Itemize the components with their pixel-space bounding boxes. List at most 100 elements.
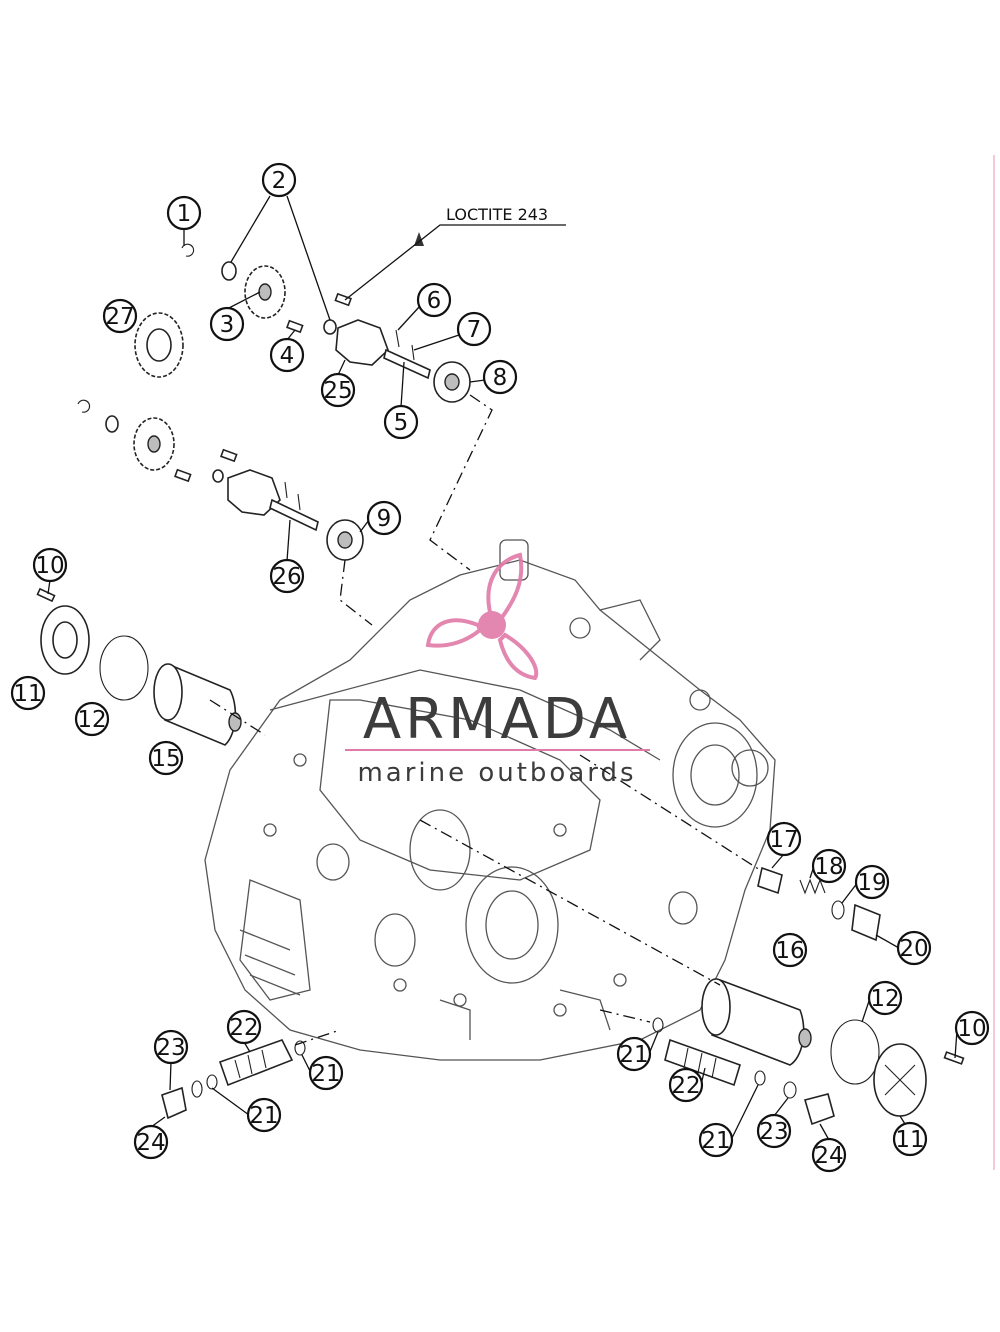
callout-23: 23 (756, 1113, 792, 1149)
upper-pump-assembly (134, 232, 471, 403)
callout-number: 21 (249, 1103, 278, 1129)
engine-crankcase (204, 539, 776, 1061)
callout-circle (616, 1036, 652, 1072)
callout-number: 15 (151, 746, 180, 772)
washer-2b (323, 319, 337, 335)
piston-17 (757, 866, 783, 895)
callout-24: 24 (811, 1137, 847, 1173)
callout-16: 16 (772, 932, 808, 968)
callout-number: 21 (619, 1042, 648, 1068)
callout-number: 3 (220, 312, 235, 338)
spring-18 (799, 878, 826, 895)
callout-circle (226, 1009, 262, 1045)
callout-number: 22 (229, 1015, 258, 1041)
callout-circle (416, 282, 452, 318)
callout-circle (148, 740, 184, 776)
screw-top (334, 292, 352, 307)
callout-number: 10 (957, 1016, 986, 1042)
callout-circle (209, 306, 245, 342)
callout-circle (756, 1113, 792, 1149)
callout-3: 3 (209, 306, 245, 342)
callout-circle (482, 359, 518, 395)
callout-circle (896, 930, 932, 966)
callout-24: 24 (133, 1124, 169, 1160)
callout-17: 17 (766, 821, 802, 857)
o-ring-21-left-b (294, 1040, 306, 1056)
callout-number: 22 (671, 1073, 700, 1099)
callout-number: 1 (177, 201, 192, 227)
callout-circle (867, 980, 903, 1016)
callout-number: 19 (857, 870, 886, 896)
left-filter-group (36, 587, 242, 746)
plug-20 (851, 903, 881, 942)
callout-number: 23 (156, 1035, 185, 1061)
o-ring-12-left (99, 635, 149, 701)
callout-circle (74, 701, 110, 737)
callout-20: 20 (896, 930, 932, 966)
callout-circle (166, 195, 202, 231)
o-ring-19 (831, 900, 845, 920)
propeller-blade (486, 552, 524, 622)
callout-number: 12 (870, 986, 899, 1012)
callout-number: 6 (427, 288, 442, 314)
callout-11: 11 (10, 675, 46, 711)
assembly-dash-lines (209, 394, 761, 1046)
callout-number: 9 (377, 506, 392, 532)
callout-circle (772, 932, 808, 968)
callout-circle (10, 675, 46, 711)
bolt-4 (286, 319, 304, 334)
callout-5: 5 (383, 404, 419, 440)
o-ring-21-right-b (754, 1070, 766, 1086)
callout-circle (320, 372, 356, 408)
callout-25: 25 (320, 372, 356, 408)
callout-21: 21 (308, 1055, 344, 1091)
propeller-blade (497, 632, 539, 681)
screw-24-right (804, 1093, 835, 1126)
right-filter-group (701, 978, 965, 1117)
screw-24-left (161, 1086, 187, 1120)
callout-number: 27 (105, 304, 134, 330)
callout-number: 2 (272, 168, 287, 194)
o-ring-23-right (783, 1081, 797, 1099)
loctite-drop (414, 232, 424, 246)
callout-12: 12 (867, 980, 903, 1016)
callout-circle (153, 1029, 189, 1065)
watermark-logo (425, 552, 539, 681)
callout-number: 26 (272, 564, 301, 590)
callout-number: 21 (311, 1061, 340, 1087)
callout-circle (456, 311, 492, 347)
callout-26: 26 (269, 558, 305, 594)
callout-circle (308, 1055, 344, 1091)
callout-number: 20 (899, 936, 928, 962)
valve-22-left (218, 1039, 294, 1087)
callout-circle (766, 821, 802, 857)
callout-7: 7 (456, 311, 492, 347)
callout-circle (383, 404, 419, 440)
leader-lines (47, 195, 958, 1141)
right-bypass-valve (652, 1017, 835, 1126)
propeller-blade (425, 618, 483, 648)
callout-number: 8 (493, 365, 508, 391)
callout-circle (954, 1010, 990, 1046)
pressure-relief-valve (757, 866, 881, 942)
callout-22: 22 (226, 1009, 262, 1045)
callout-circle (102, 298, 138, 334)
callout-22: 22 (668, 1067, 704, 1103)
watermark-brand: ARMADA (363, 687, 631, 752)
callout-number: 11 (13, 681, 42, 707)
callout-4: 4 (269, 337, 305, 373)
callout-1: 1 (166, 195, 202, 231)
callout-2: 2 (261, 162, 297, 198)
propeller-hub (478, 611, 506, 639)
callout-circle (261, 162, 297, 198)
callout-number: 7 (467, 317, 482, 343)
callout-number: 10 (35, 553, 64, 579)
callout-circle (811, 1137, 847, 1173)
o-ring-21-right-a (652, 1017, 664, 1033)
callout-number: 18 (814, 854, 843, 880)
callout-10: 10 (32, 547, 68, 583)
o-ring-21-left-a (206, 1074, 218, 1090)
callout-circle (133, 1124, 169, 1160)
